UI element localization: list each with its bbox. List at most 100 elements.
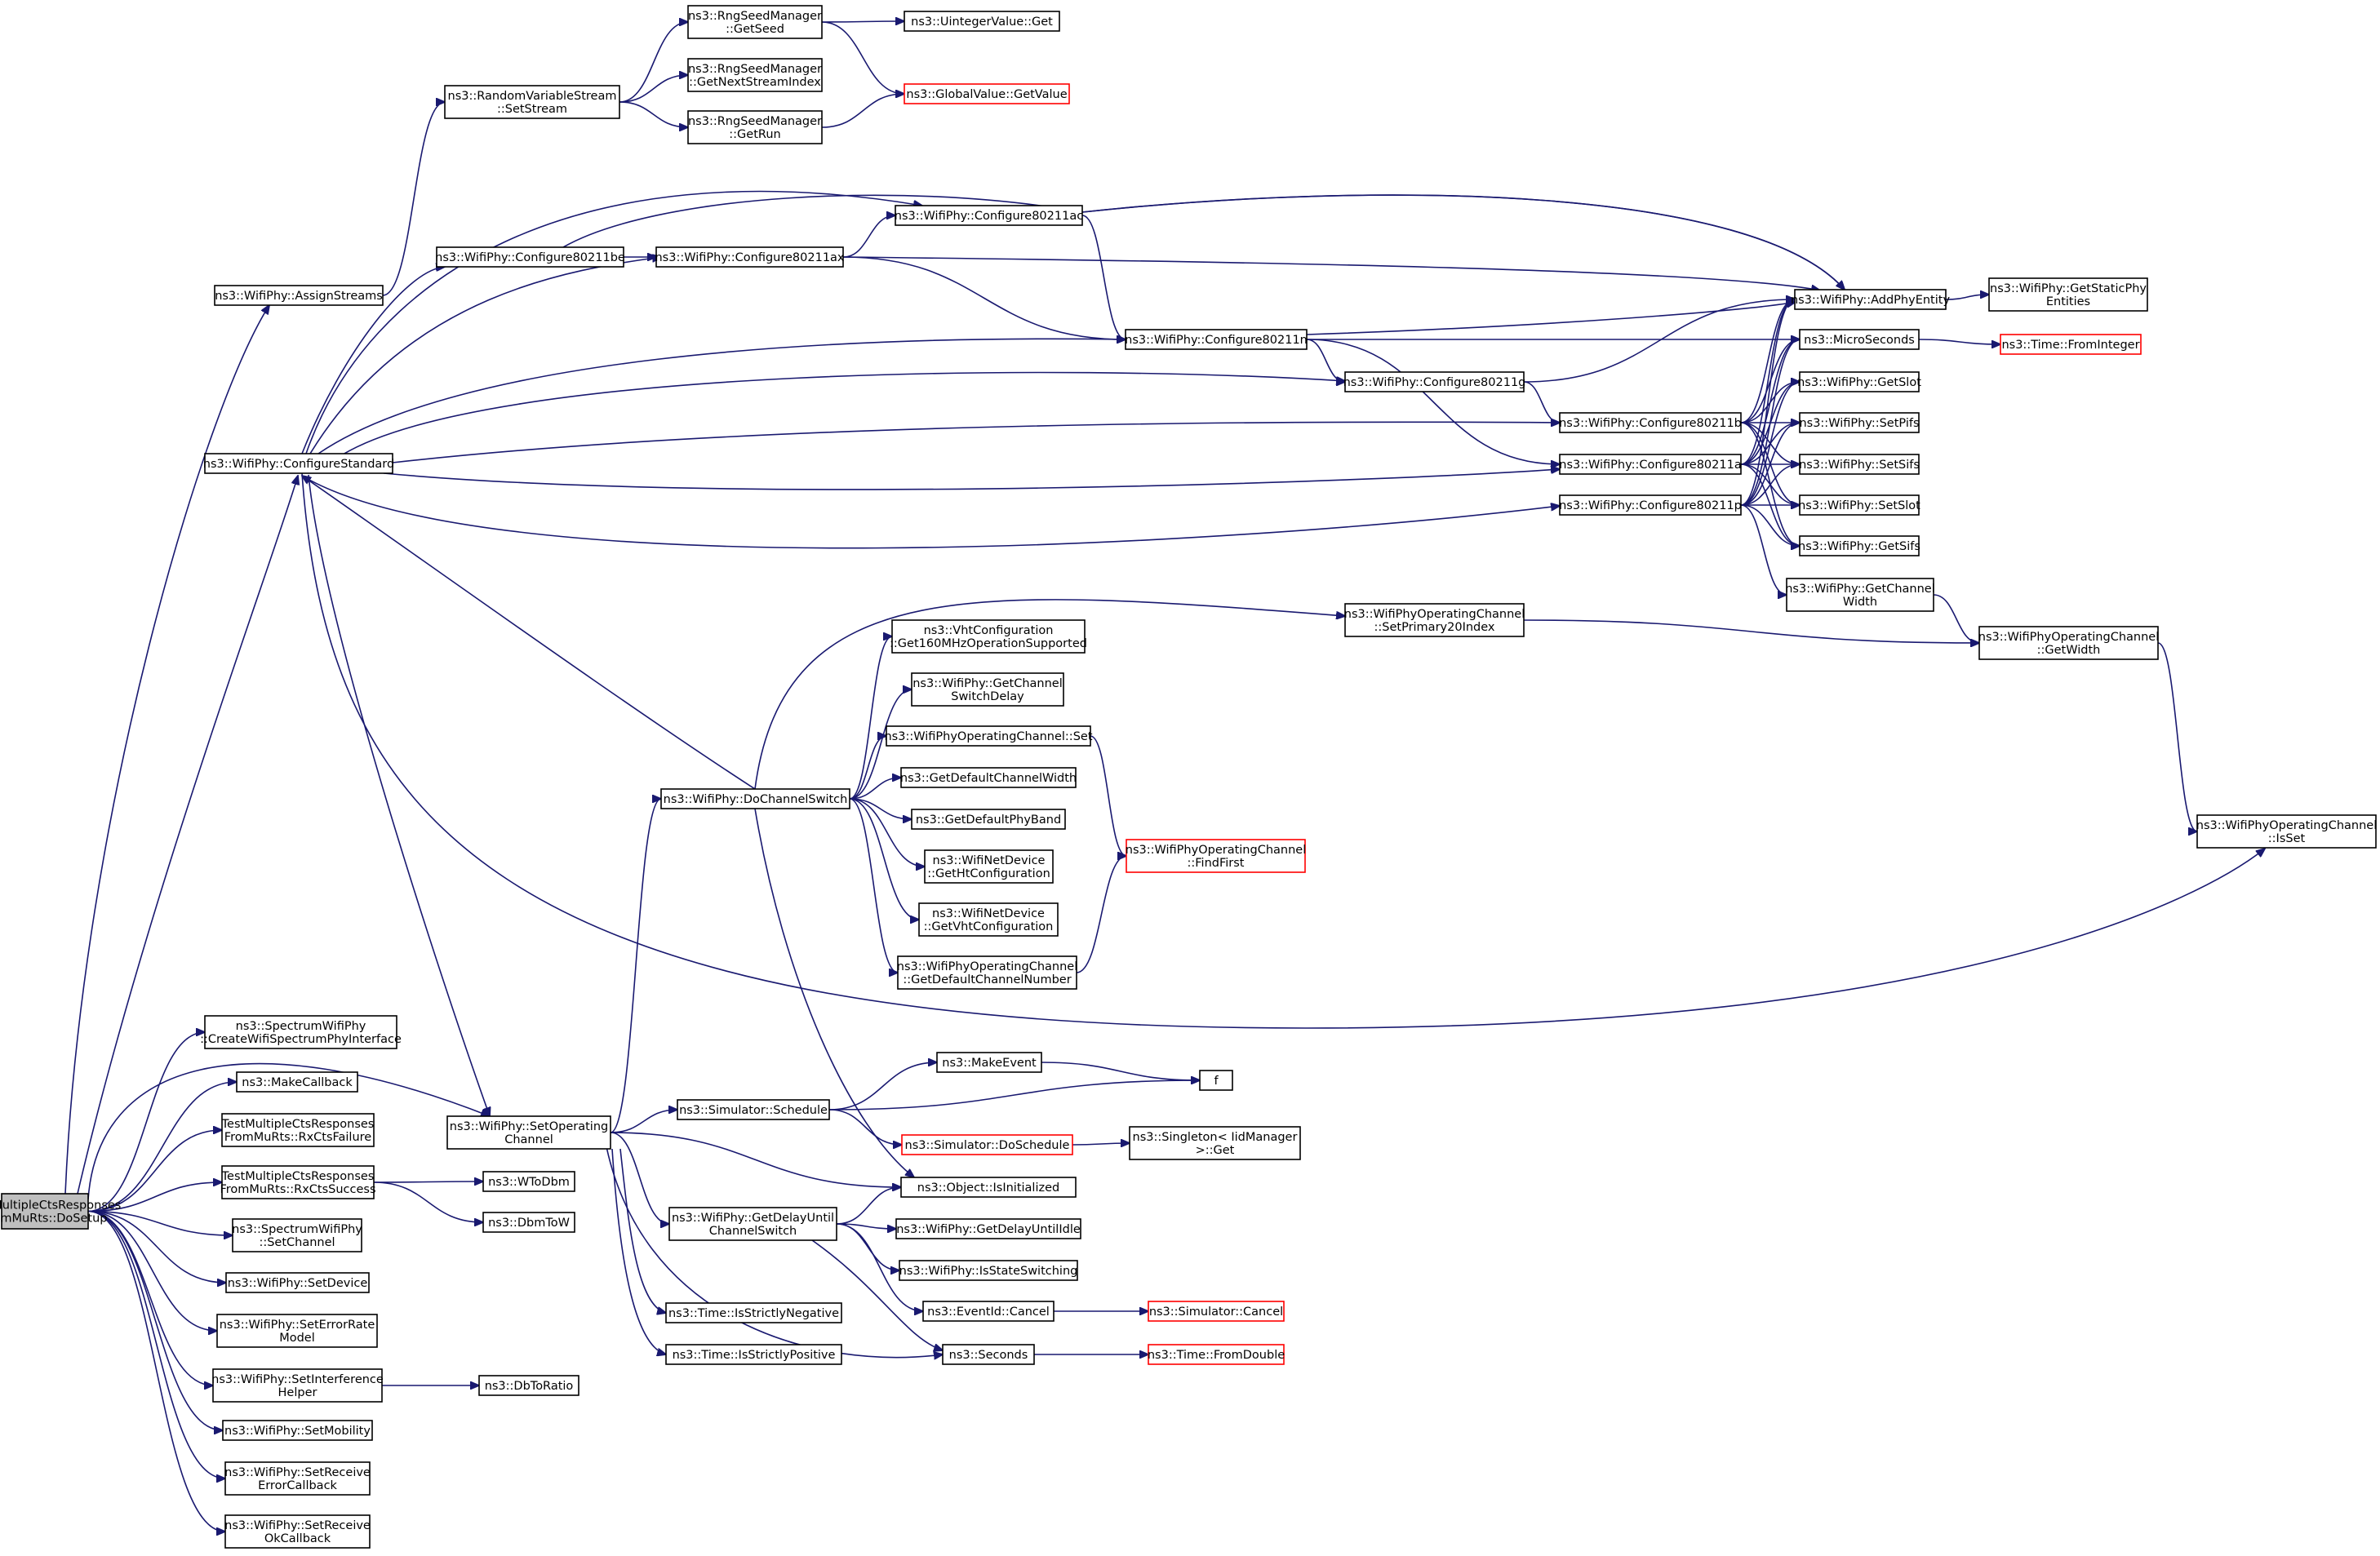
- node-spectrum-set-channel[interactable]: ns3::SpectrumWifiPhy::SetChannel: [232, 1218, 362, 1252]
- node-rx-cts-failure[interactable]: TestMultipleCtsResponsesFromMuRts::RxCts…: [221, 1113, 375, 1147]
- node-add-phy-entity[interactable]: ns3::WifiPhy::AddPhyEntity: [1791, 289, 1950, 310]
- node-set-pifs[interactable]: ns3::WifiPhy::SetPifs: [1799, 412, 1920, 433]
- edge-set_operating_channel-to-time_isstrictlyneg: [619, 1148, 666, 1313]
- node-configure-g[interactable]: ns3::WifiPhy::Configure80211g: [1343, 371, 1526, 392]
- node-get-default-channel-width[interactable]: ns3::GetDefaultChannelWidth: [900, 767, 1077, 788]
- node-f[interactable]: f: [1199, 1070, 1233, 1091]
- node-configure-n[interactable]: ns3::WifiPhy::Configure80211n: [1125, 329, 1308, 350]
- node-label: ns3::WifiPhy::GetDelayUntilIdle: [896, 1223, 1081, 1236]
- node-box: [446, 1115, 611, 1150]
- node-opchan-set[interactable]: ns3::WifiPhyOperatingChannel::Set: [884, 725, 1093, 747]
- node-rx-cts-success[interactable]: TestMultipleCtsResponsesFromMuRts::RxCts…: [220, 1165, 376, 1199]
- node-set-device[interactable]: ns3::WifiPhy::SetDevice: [225, 1272, 370, 1293]
- node-rng-getnextstream[interactable]: ns3::RngSeedManager::GetNextStreamIndex: [687, 58, 823, 92]
- node-label: ns3::DbToRatio: [485, 1380, 574, 1393]
- node-get-ht-config[interactable]: ns3::WifiNetDevice::GetHtConfiguration: [924, 849, 1054, 884]
- node-label: ns3::WifiPhy::SetInterference: [211, 1373, 384, 1386]
- node-microseconds[interactable]: ns3::MicroSeconds: [1799, 329, 1920, 350]
- node-label: Channel: [504, 1133, 553, 1146]
- node-get-delay-until-idle[interactable]: ns3::WifiPhy::GetDelayUntilIdle: [895, 1218, 1081, 1239]
- node-label: ::SetStream: [497, 103, 567, 116]
- node-create-spectrum-if[interactable]: ns3::SpectrumWifiPhy::CreateWifiSpectrum…: [200, 1015, 402, 1049]
- edge-configure_b-to-add_phy_entity: [1740, 299, 1795, 423]
- node-configure-b[interactable]: ns3::WifiPhy::Configure80211b: [1559, 412, 1742, 433]
- edge-configure_ax-to-configure_ac: [842, 215, 895, 258]
- node-label: f: [1214, 1075, 1219, 1088]
- edge-get_delay_until_cs-to-get_delay_until_idle: [836, 1223, 896, 1229]
- node-opchan-isset[interactable]: ns3::WifiPhyOperatingChannel::IsSet: [2196, 814, 2377, 849]
- node-get-slot[interactable]: ns3::WifiPhy::GetSlot: [1797, 371, 1921, 392]
- node-globalvalue-getvalue[interactable]: ns3::GlobalValue::GetValue: [904, 83, 1070, 104]
- node-uinteger-get[interactable]: ns3::UintegerValue::Get: [904, 11, 1060, 32]
- node-rng-getseed[interactable]: ns3::RngSeedManager::GetSeed: [687, 5, 823, 39]
- node-label: ::IsSet: [2268, 832, 2306, 845]
- node-label: ns3::WifiPhyOperatingChannel::Set: [884, 730, 1092, 743]
- node-sim-schedule[interactable]: ns3::Simulator::Schedule: [677, 1099, 830, 1120]
- node-make-callback[interactable]: ns3::MakeCallback: [236, 1071, 358, 1093]
- node-time-isstrictlyneg[interactable]: ns3::Time::IsStrictlyNegative: [665, 1302, 842, 1323]
- node-label: ns3::WifiPhy::Configure80211ac: [895, 210, 1083, 223]
- node-assign-streams[interactable]: ns3::WifiPhy::AssignStreams: [214, 285, 384, 306]
- node-set-slot[interactable]: ns3::WifiPhy::SetSlot: [1798, 494, 1920, 516]
- node-opchan-setprimary[interactable]: ns3::WifiPhyOperatingChannel::SetPrimary…: [1344, 603, 1525, 637]
- node-configure-p[interactable]: ns3::WifiPhy::Configure80211p: [1559, 494, 1742, 516]
- edge-configure_standard-to-configure_p: [301, 475, 1560, 549]
- node-opchan-getwidth[interactable]: ns3::WifiPhyOperatingChannel::GetWidth: [1978, 626, 2159, 660]
- node-label: ns3::Singleton< IidManager: [1133, 1131, 1298, 1144]
- node-configure-ax[interactable]: ns3::WifiPhy::Configure80211ax: [655, 246, 845, 268]
- node-label: ns3::Object::IsInitialized: [917, 1181, 1059, 1195]
- node-make-event[interactable]: ns3::MakeEvent: [936, 1052, 1042, 1073]
- node-box: [687, 110, 823, 144]
- node-singleton-get[interactable]: ns3::Singleton< IidManager >::Get: [1129, 1126, 1301, 1160]
- edge-configure_standard-to-configure_n: [317, 339, 1126, 454]
- node-time-fromdouble[interactable]: ns3::Time::FromDouble: [1148, 1344, 1285, 1365]
- node-root[interactable]: TestMultipleCtsResponsesFromMuRts::DoSet…: [0, 1193, 121, 1230]
- edge-root-to-set_error_rate: [87, 1210, 217, 1332]
- node-seconds[interactable]: ns3::Seconds: [942, 1344, 1035, 1365]
- node-label: ns3::WifiPhy::AddPhyEntity: [1791, 294, 1950, 307]
- node-label: TestMultipleCtsResponses: [221, 1170, 375, 1183]
- node-configure-a[interactable]: ns3::WifiPhy::Configure80211a: [1559, 454, 1742, 475]
- node-box: [204, 453, 393, 474]
- node-dbm-to-w[interactable]: ns3::DbmToW: [482, 1212, 575, 1233]
- node-time-isstrictlypos[interactable]: ns3::Time::IsStrictlyPositive: [665, 1344, 842, 1365]
- node-box: [1978, 626, 2159, 660]
- node-label: ns3::WifiPhy::GetChannel: [912, 677, 1063, 690]
- node-get-default-phy-band[interactable]: ns3::GetDefaultPhyBand: [911, 809, 1066, 830]
- node-sim-doschedule[interactable]: ns3::Simulator::DoSchedule: [901, 1134, 1073, 1155]
- node-box: [904, 11, 1060, 32]
- node-rng-getrun[interactable]: ns3::RngSeedManager::GetRun: [687, 110, 823, 144]
- node-sim-cancel[interactable]: ns3::Simulator::Cancel: [1148, 1301, 1285, 1322]
- node-eventid-cancel[interactable]: ns3::EventId::Cancel: [922, 1301, 1055, 1322]
- node-get-vht-config[interactable]: ns3::WifiNetDevice::GetVhtConfiguration: [918, 902, 1059, 937]
- node-w-to-dbm[interactable]: ns3::WToDbm: [482, 1171, 575, 1192]
- edge-opchan_set-to-opchan_findfirst: [1090, 735, 1126, 856]
- node-do-channel-switch[interactable]: ns3::WifiPhy::DoChannelSwitch: [660, 788, 850, 809]
- node-configure-ac[interactable]: ns3::WifiPhy::Configure80211ac: [895, 205, 1083, 226]
- node-opchan-findfirst[interactable]: ns3::WifiPhyOperatingChannel::FindFirst: [1126, 839, 1306, 873]
- node-time-frominteger[interactable]: ns3::Time::FromInteger: [2000, 334, 2142, 355]
- node-box: [482, 1171, 575, 1192]
- node-opchan-getdefault[interactable]: ns3::WifiPhyOperatingChannel::GetDefault…: [897, 955, 1077, 990]
- node-configure-be[interactable]: ns3::WifiPhy::Configure80211be: [435, 246, 625, 268]
- node-is-state-switching[interactable]: ns3::WifiPhy::IsStateSwitching: [899, 1260, 1078, 1281]
- node-set-mobility[interactable]: ns3::WifiPhy::SetMobility: [222, 1420, 373, 1441]
- node-configure-standard[interactable]: ns3::WifiPhy::ConfigureStandard: [203, 453, 394, 474]
- node-db-to-ratio[interactable]: ns3::DbToRatio: [478, 1375, 579, 1396]
- node-label: ns3::WifiPhy::SetReceive: [224, 1519, 371, 1532]
- node-vht-get160[interactable]: ns3::VhtConfiguration::Get160MHzOperatio…: [890, 619, 1087, 654]
- node-rvs-setstream[interactable]: ns3::RandomVariableStream::SetStream: [444, 85, 620, 119]
- node-object-isinit[interactable]: ns3::Object::IsInitialized: [900, 1177, 1077, 1198]
- node-set-sifs[interactable]: ns3::WifiPhy::SetSifs: [1799, 454, 1920, 475]
- node-get-sifs[interactable]: ns3::WifiPhy::GetSifs: [1798, 535, 1920, 556]
